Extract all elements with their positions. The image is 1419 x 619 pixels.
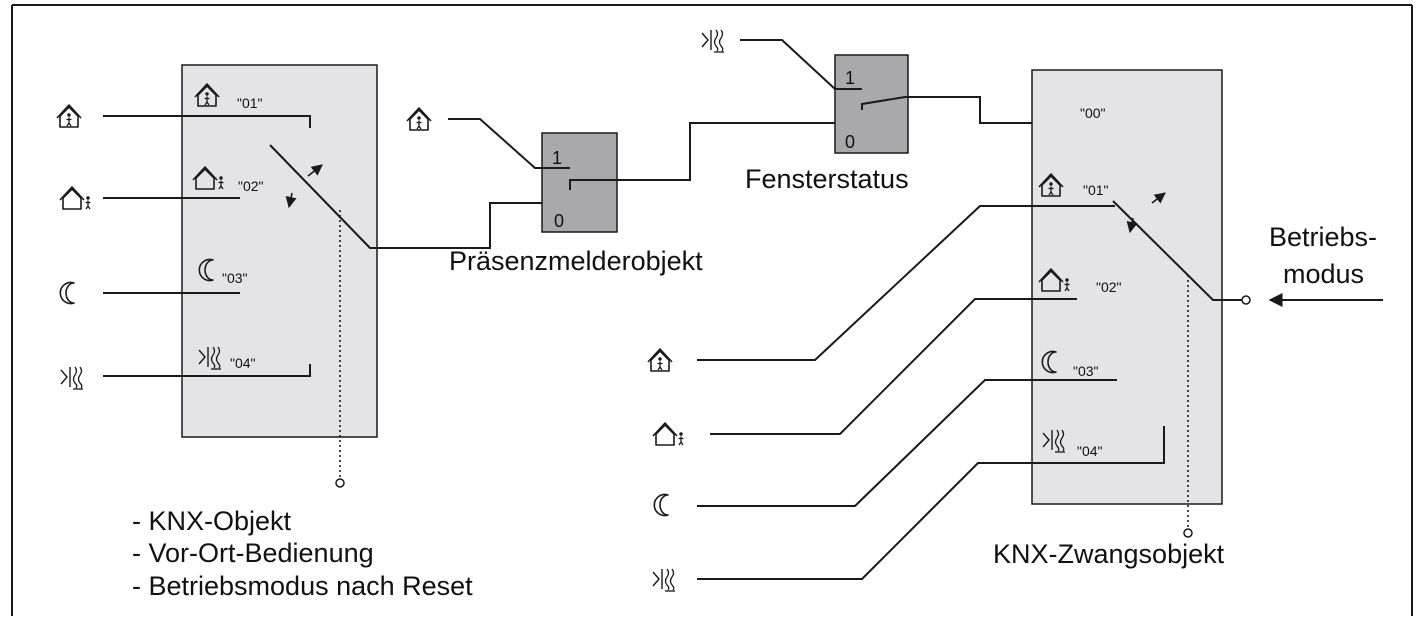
forced-input-comfort-icon — [647, 348, 673, 372]
window-frost-icon — [701, 29, 725, 53]
window-one: 1 — [845, 68, 855, 88]
source-list: - KNX-Objekt - Vor-Ort-Bedienung - Betri… — [132, 506, 473, 601]
rotate-up-icon — [307, 164, 323, 177]
standby-code: "02" — [238, 178, 264, 194]
rotate-down-icon — [285, 192, 297, 209]
forced-input-standby-icon — [652, 422, 685, 446]
frost-input-icon — [60, 366, 84, 390]
forced-input-frost-icon — [652, 568, 676, 592]
comfort-input-icon — [56, 104, 82, 128]
night-code: "03" — [222, 270, 248, 286]
presence-one: 1 — [552, 148, 562, 168]
forced-mode-selector: "00" "01" "02" "03" "04" KNX-Zwangsobjek… — [647, 69, 1251, 592]
operating-mode-line2: modus — [1283, 259, 1364, 289]
window-zero: 0 — [845, 132, 855, 152]
forced-off-code: "00" — [1080, 105, 1106, 121]
presence-gate: 1 0 Präsenzmelderobjekt — [406, 107, 835, 276]
window-label: Fensterstatus — [745, 164, 909, 194]
base-mode-selector: "01" "02" "03" "04" — [56, 64, 542, 488]
forced-rotate-up-icon — [1151, 192, 1166, 204]
forced-rotate-down-icon — [1126, 217, 1138, 234]
source-item-reset: - Betriebsmodus nach Reset — [132, 571, 473, 601]
presence-zero: 0 — [554, 211, 564, 231]
forced-input-night-icon — [653, 493, 669, 517]
night-input-icon — [59, 281, 75, 305]
presence-comfort-icon — [406, 107, 432, 131]
forced-frost-code: "04" — [1077, 443, 1103, 459]
forced-terminal — [1183, 528, 1193, 538]
standby-input-icon — [59, 186, 92, 210]
forced-comfort-code: "01" — [1083, 182, 1109, 198]
forced-label: KNX-Zwangsobjekt — [993, 539, 1225, 569]
source-terminal — [335, 478, 345, 488]
comfort-code: "01" — [237, 95, 263, 111]
operating-mode-line1: Betriebs- — [1269, 222, 1377, 252]
window-gate: 1 0 Fensterstatus — [701, 29, 1165, 194]
frost-code: "04" — [230, 355, 256, 371]
presence-label: Präsenzmelderobjekt — [449, 246, 703, 276]
source-item-knx: - KNX-Objekt — [132, 506, 292, 536]
operating-mode-input: Betriebs- modus — [1268, 222, 1383, 307]
mode-input-terminal — [1241, 295, 1251, 305]
forced-standby-code: "02" — [1096, 279, 1122, 295]
source-item-local: - Vor-Ort-Bedienung — [132, 538, 374, 568]
forced-night-code: "03" — [1073, 363, 1099, 379]
